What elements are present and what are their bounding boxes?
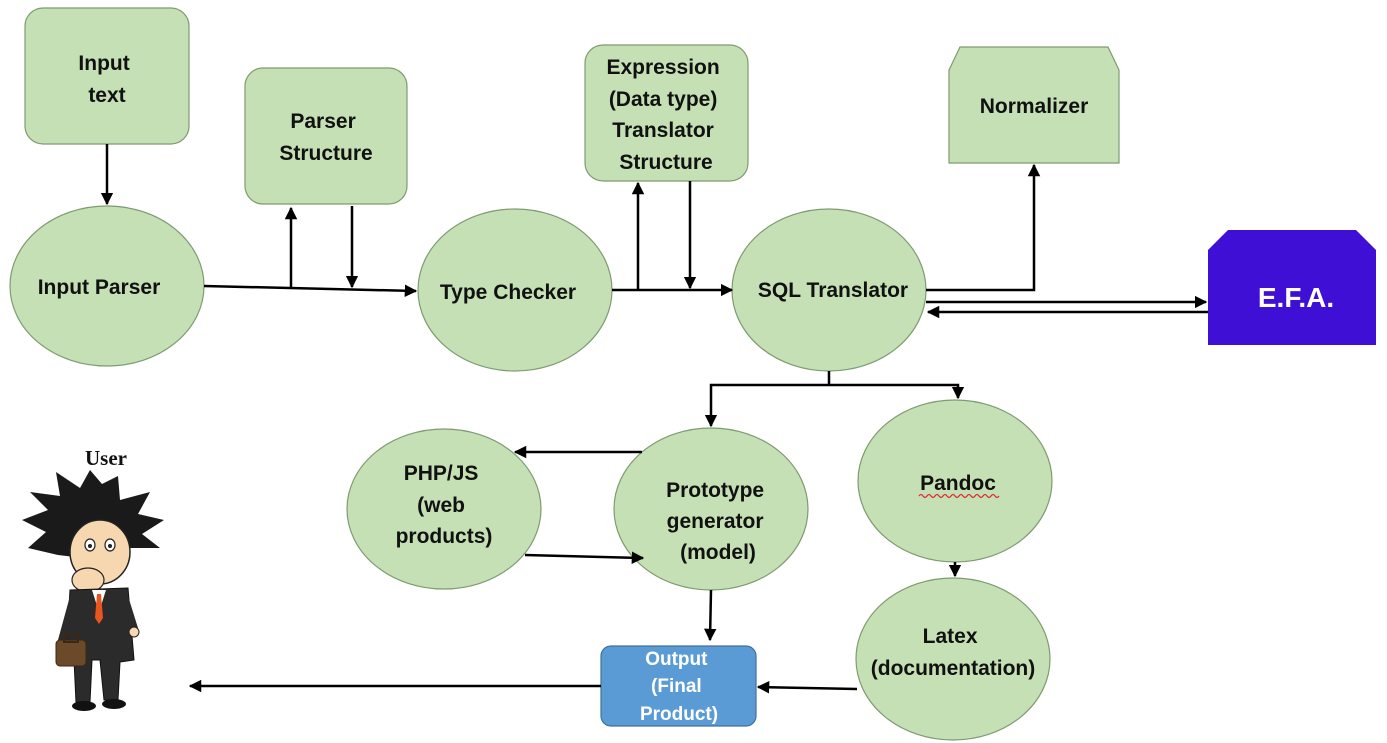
edge-sqltranslator-to-normalizer — [926, 163, 1041, 292]
type-checker-label: Type Checker — [440, 281, 576, 304]
user-label: User — [85, 446, 127, 470]
input-text-label: Input text — [78, 52, 135, 107]
edge-sql-branch-to-pandoc — [829, 383, 965, 400]
output-label: Output (Final Product) — [640, 649, 718, 725]
sql-translator-label: SQL Translator — [758, 279, 908, 302]
latex-node — [855, 577, 1051, 741]
user-cartoon-figure — [22, 470, 164, 711]
expression-translator-box — [584, 44, 749, 182]
expression-translator-label: Expression (Data type) Translator Struct… — [606, 56, 725, 174]
normalizer-label: Normalizer — [980, 95, 1089, 118]
efa-box — [1208, 230, 1376, 345]
edge-latex-to-output — [756, 680, 858, 694]
edge-phpjs-to-prototype — [524, 551, 645, 564]
pandoc-label: Pandoc — [920, 472, 996, 495]
prototype-generator-node — [613, 427, 809, 591]
php-js-node — [346, 428, 542, 590]
edge-sql-branch-to-prototype — [704, 383, 829, 428]
input-text-box — [24, 7, 190, 145]
edge-inputparser-to-typechecker — [203, 284, 418, 297]
php-js-label: PHP/JS (web products) — [396, 462, 493, 548]
efa-label: E.F.A. — [1258, 282, 1334, 313]
prototype-generator-label: Prototype generator (model) — [666, 479, 770, 564]
input-parser-label: Input Parser — [38, 276, 161, 299]
latex-label: Latex (documentation) — [871, 625, 1035, 680]
edge-prototype-to-output — [703, 589, 717, 642]
normalizer-box — [948, 46, 1120, 164]
parser-structure-label: Parser Structure — [279, 110, 372, 165]
spellcheck-underline — [918, 493, 1000, 499]
parser-structure-box — [244, 67, 408, 205]
